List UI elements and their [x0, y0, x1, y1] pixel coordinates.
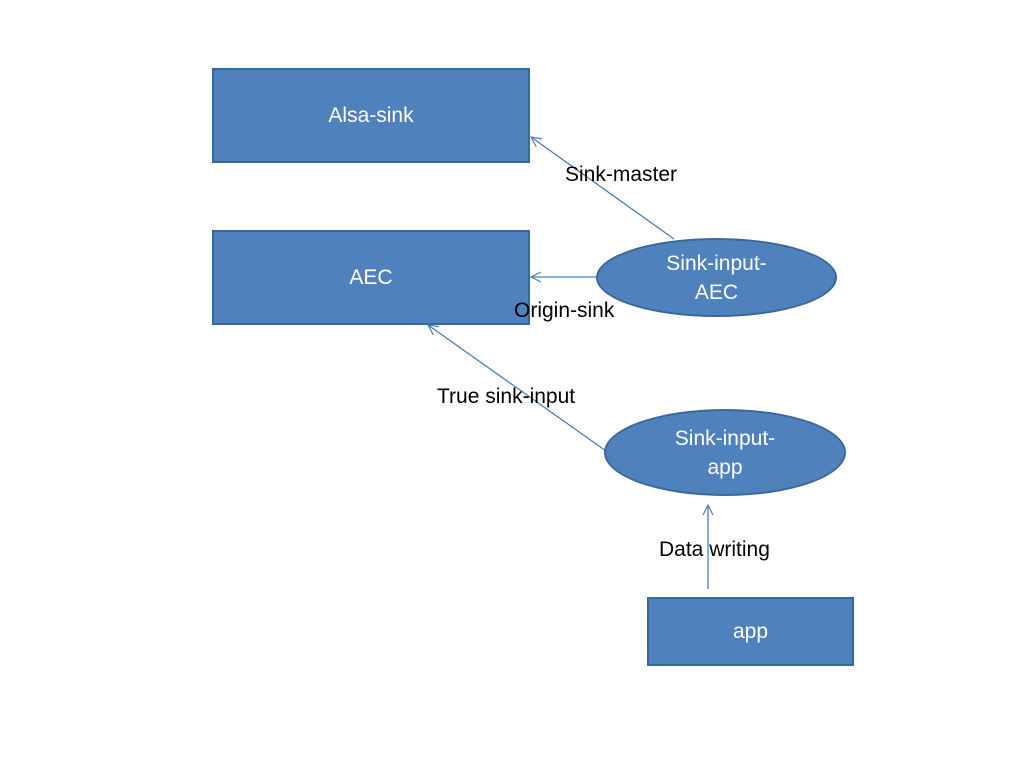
node-aec-label: AEC: [349, 266, 393, 289]
edge-sink-master: [531, 137, 675, 240]
node-sink-input-aec: Sink-input- AEC: [596, 238, 837, 317]
node-sink-input-app-label: Sink-input- app: [674, 426, 776, 479]
edge-label-origin-sink: Origin-sink: [514, 299, 615, 322]
node-alsa-sink-label: Alsa-sink: [328, 104, 414, 127]
node-sink-input-app: Sink-input- app: [604, 409, 846, 496]
edge-true-sink-input: [428, 325, 607, 452]
edge-label-data-writing: Data writing: [659, 538, 770, 561]
node-app-label: app: [732, 620, 769, 643]
node-app: app: [647, 597, 854, 666]
node-sink-input-aec-label: Sink-input- AEC: [666, 251, 767, 304]
edge-label-sink-master: Sink-master: [565, 163, 678, 186]
edge-label-true-sink-input: True sink-input: [437, 385, 576, 408]
node-alsa-sink: Alsa-sink: [212, 68, 530, 163]
node-aec: AEC: [212, 230, 530, 325]
